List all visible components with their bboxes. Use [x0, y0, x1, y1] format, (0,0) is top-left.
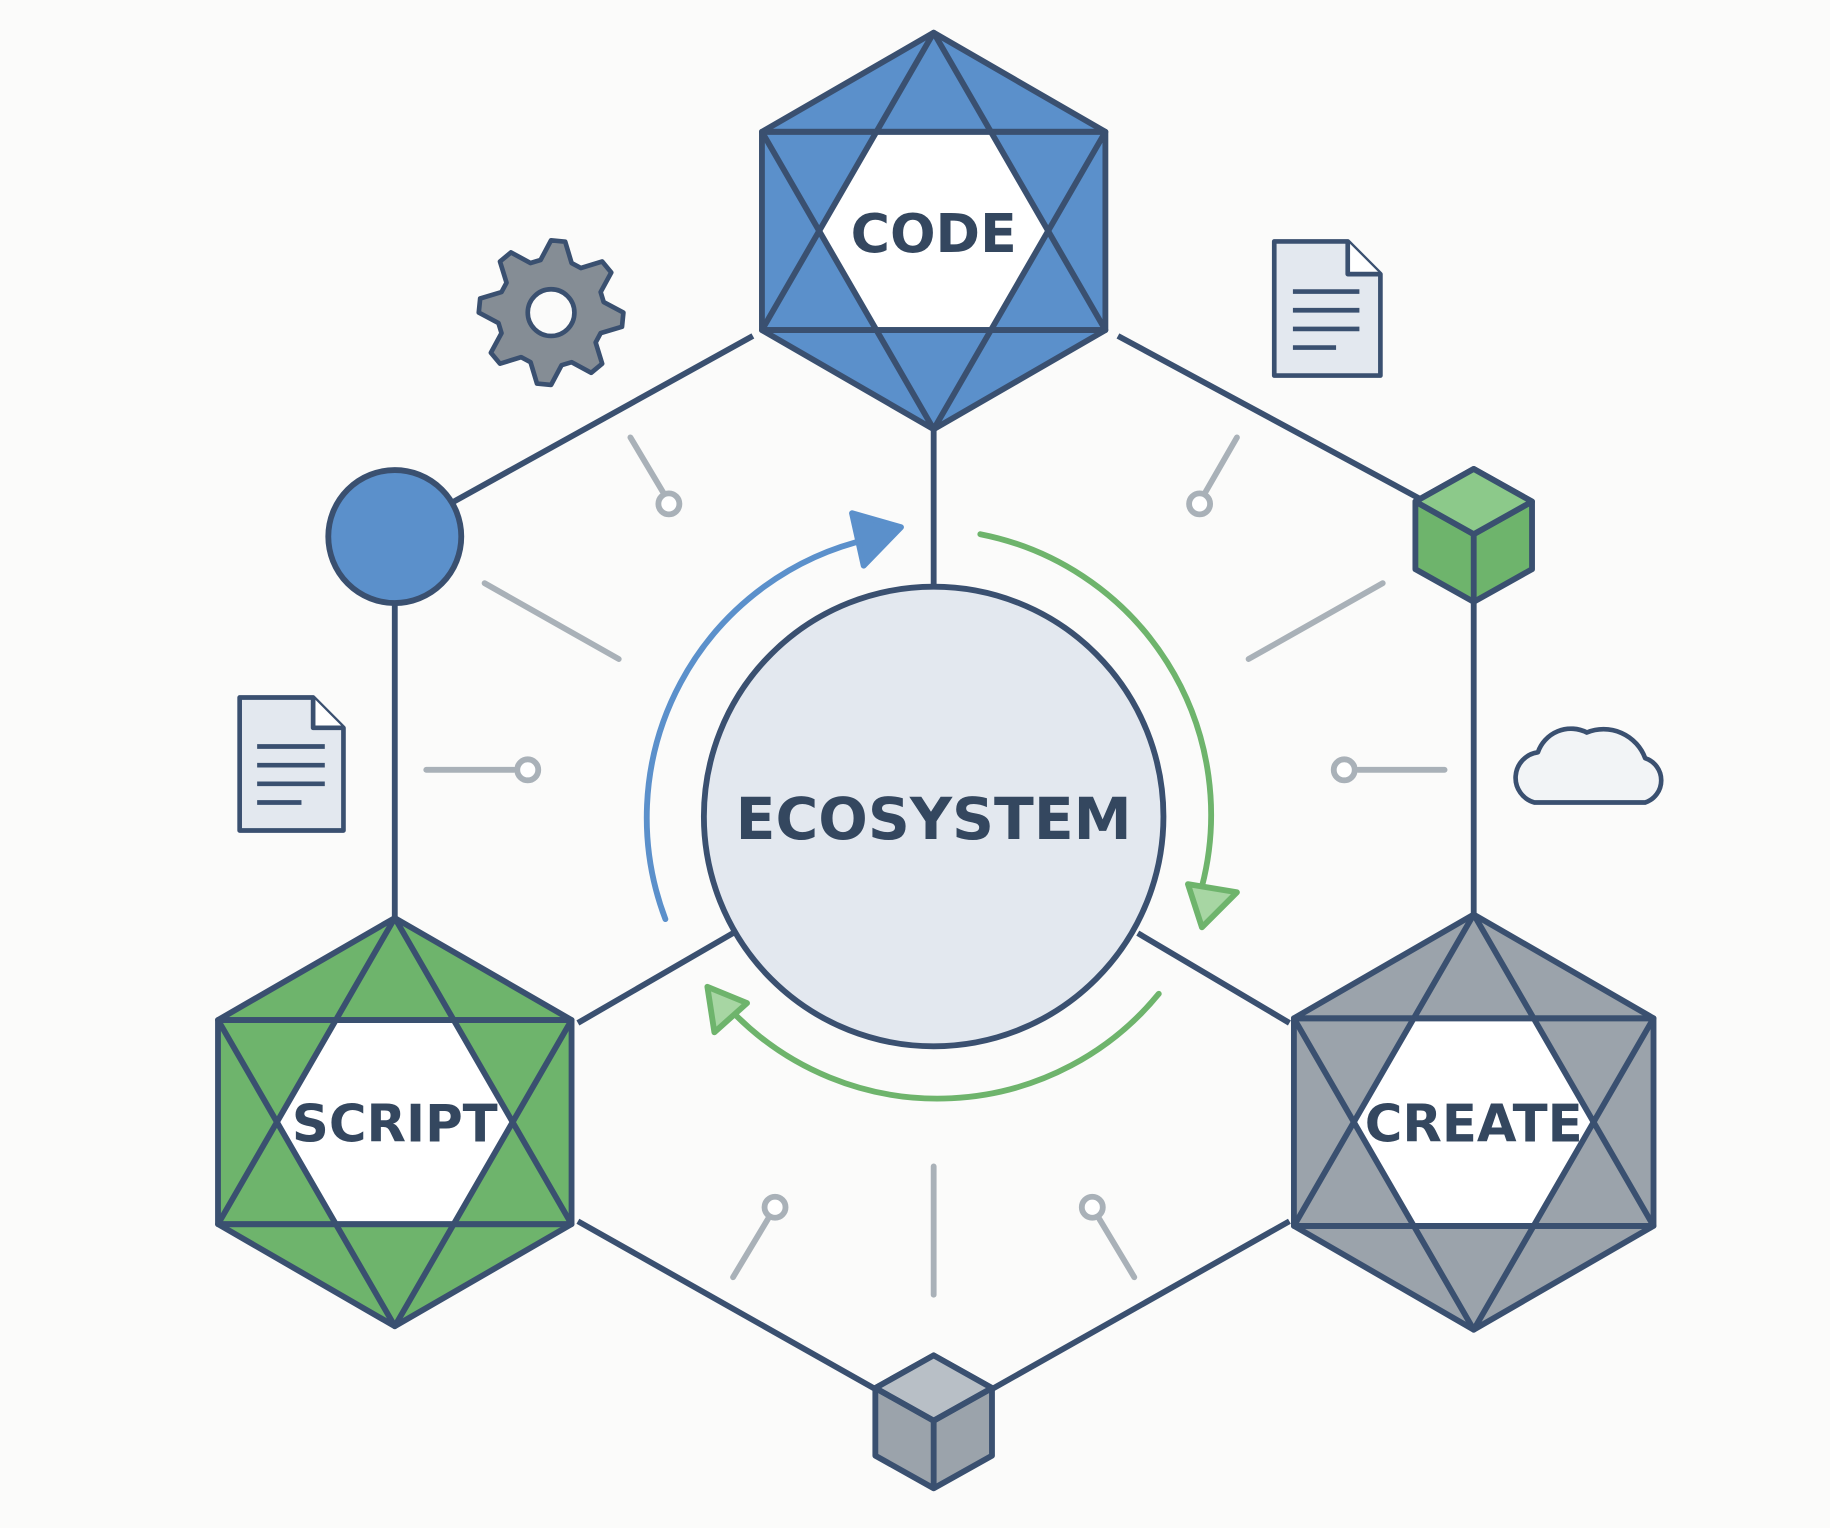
script-label: SCRIPT [292, 1094, 498, 1154]
ecosystem-circle [700, 583, 1167, 1050]
gear-icon [476, 237, 626, 388]
code-label: CODE [851, 202, 1017, 265]
document-icon [1271, 239, 1383, 378]
blue-arrow [643, 535, 873, 923]
green-cube-icon [1412, 465, 1535, 605]
network-lines [391, 333, 1477, 1409]
create-label: CREATE [1365, 1094, 1583, 1154]
cloud-icon [1513, 726, 1664, 805]
connector-pins [423, 434, 1448, 1298]
green-arrow-right [977, 531, 1214, 890]
document-icon [237, 695, 346, 833]
blue-circle-node [325, 467, 465, 606]
ecosystem-label: ECOSYSTEM [736, 785, 1132, 853]
cycle-arrows [643, 510, 1240, 1102]
hexagon-node-create: CREATE [1290, 911, 1657, 1333]
green-arrow-bottom [732, 990, 1162, 1102]
hexagon-node-code: CODE [759, 29, 1109, 433]
grey-cube-icon [872, 1352, 995, 1492]
hexagon-node-script: SCRIPT [215, 915, 575, 1330]
